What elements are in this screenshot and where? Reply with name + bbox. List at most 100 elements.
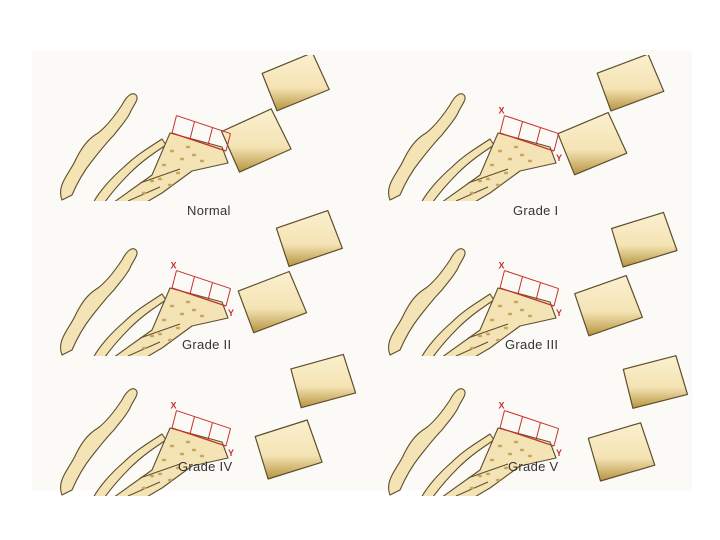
vertebra-l4 bbox=[596, 55, 665, 112]
vertebra-l4 bbox=[275, 210, 343, 267]
endplate-line bbox=[171, 287, 227, 307]
endplate-line bbox=[499, 287, 555, 307]
bone-texture-spot bbox=[199, 314, 205, 318]
vertebra-l5 bbox=[221, 108, 292, 173]
sacrum bbox=[442, 132, 557, 201]
measurement-tick bbox=[499, 410, 505, 429]
bone-texture-spot bbox=[519, 448, 525, 452]
measurement-tick bbox=[553, 288, 559, 307]
bone-texture-spot bbox=[503, 171, 509, 175]
bone-texture-spot bbox=[175, 171, 181, 175]
caption-grade-2: Grade II bbox=[182, 337, 232, 352]
bone-texture-spot bbox=[161, 163, 167, 167]
sacral-line bbox=[139, 463, 181, 479]
bone-texture-spot bbox=[469, 191, 475, 195]
posterior-element bbox=[60, 388, 138, 496]
caption-grade-5: Grade V bbox=[508, 459, 559, 474]
bone-texture-spot bbox=[489, 458, 495, 462]
posterior-element bbox=[388, 248, 466, 356]
bone-texture-spot bbox=[175, 326, 181, 330]
bone-texture-spot bbox=[141, 486, 147, 490]
endplate-line bbox=[171, 132, 227, 152]
bone-texture-spot bbox=[519, 308, 525, 312]
measurement-line bbox=[176, 270, 231, 290]
measurement-tick bbox=[225, 428, 231, 447]
bone-texture-spot bbox=[157, 472, 163, 476]
bone-texture-spot bbox=[477, 179, 483, 183]
measurement-line bbox=[504, 270, 559, 290]
bone-texture-spot bbox=[477, 334, 483, 338]
bone-texture-spot bbox=[495, 338, 501, 342]
bone-texture-spot bbox=[149, 474, 155, 478]
measurement-tick bbox=[189, 121, 195, 140]
sacrum bbox=[114, 287, 229, 356]
bone-texture-spot bbox=[185, 145, 191, 149]
measurement-line bbox=[176, 410, 231, 430]
marker-y: Y bbox=[228, 448, 234, 458]
sacrum bbox=[442, 427, 557, 496]
bone-texture-spot bbox=[503, 466, 509, 470]
measurement-tick bbox=[535, 422, 541, 441]
bone-texture-spot bbox=[169, 149, 175, 153]
vertebra-l4 bbox=[611, 211, 678, 268]
bone-texture-spot bbox=[485, 472, 491, 476]
vertebra-l4 bbox=[261, 55, 330, 112]
bone-texture-spot bbox=[179, 312, 185, 316]
bone-texture-spot bbox=[489, 163, 495, 167]
posterior-element bbox=[60, 93, 138, 201]
bone-texture-spot bbox=[503, 326, 509, 330]
marker-x: X bbox=[499, 401, 505, 411]
measurement-tick bbox=[499, 115, 505, 134]
caption-normal: Normal bbox=[187, 203, 231, 218]
bone-texture-spot bbox=[169, 304, 175, 308]
measurement-tick bbox=[171, 115, 177, 134]
spine-illustration-grade-1: XY bbox=[388, 55, 665, 201]
bone-texture-spot bbox=[485, 177, 491, 181]
sacral-line bbox=[467, 463, 509, 479]
bone-texture-spot bbox=[157, 177, 163, 181]
bone-texture-spot bbox=[149, 334, 155, 338]
bone-texture-spot bbox=[175, 466, 181, 470]
measurement-line bbox=[176, 115, 231, 135]
spine-illustration-grade-4: XY bbox=[60, 353, 357, 496]
measurement-tick bbox=[207, 282, 213, 301]
measurement-tick bbox=[189, 416, 195, 435]
posterior-element bbox=[388, 388, 466, 496]
vertebra-l4 bbox=[622, 355, 689, 409]
bone-texture-spot bbox=[469, 486, 475, 490]
measurement-tick bbox=[553, 133, 559, 152]
bone-texture-spot bbox=[141, 191, 147, 195]
endplate-line bbox=[499, 132, 555, 152]
measurement-tick bbox=[535, 127, 541, 146]
spine-illustration-grade-2: XY bbox=[60, 210, 343, 356]
bone-texture-spot bbox=[161, 458, 167, 462]
bone-texture-spot bbox=[169, 444, 175, 448]
bone-texture-spot bbox=[527, 454, 533, 458]
bone-texture-spot bbox=[477, 474, 483, 478]
spine-illustration-normal bbox=[60, 55, 330, 201]
measurement-tick bbox=[207, 422, 213, 441]
sacral-line bbox=[139, 168, 181, 184]
bone-texture-spot bbox=[495, 478, 501, 482]
marker-x: X bbox=[499, 106, 505, 116]
posterior-element bbox=[388, 93, 466, 201]
bone-texture-spot bbox=[149, 179, 155, 183]
endplate-line bbox=[171, 427, 227, 447]
measurement-tick bbox=[207, 127, 213, 146]
marker-x: X bbox=[171, 401, 177, 411]
bone-texture-spot bbox=[199, 159, 205, 163]
bone-texture-spot bbox=[469, 346, 475, 350]
bone-texture-spot bbox=[527, 314, 533, 318]
spine-illustration-grade-3: XY bbox=[388, 211, 678, 356]
bone-texture-spot bbox=[507, 312, 513, 316]
bone-texture-spot bbox=[167, 338, 173, 342]
measurement-line bbox=[504, 115, 559, 135]
bone-texture-spot bbox=[513, 440, 519, 444]
sacrum bbox=[114, 427, 229, 496]
marker-y: Y bbox=[556, 308, 562, 318]
sacral-line bbox=[467, 168, 509, 184]
